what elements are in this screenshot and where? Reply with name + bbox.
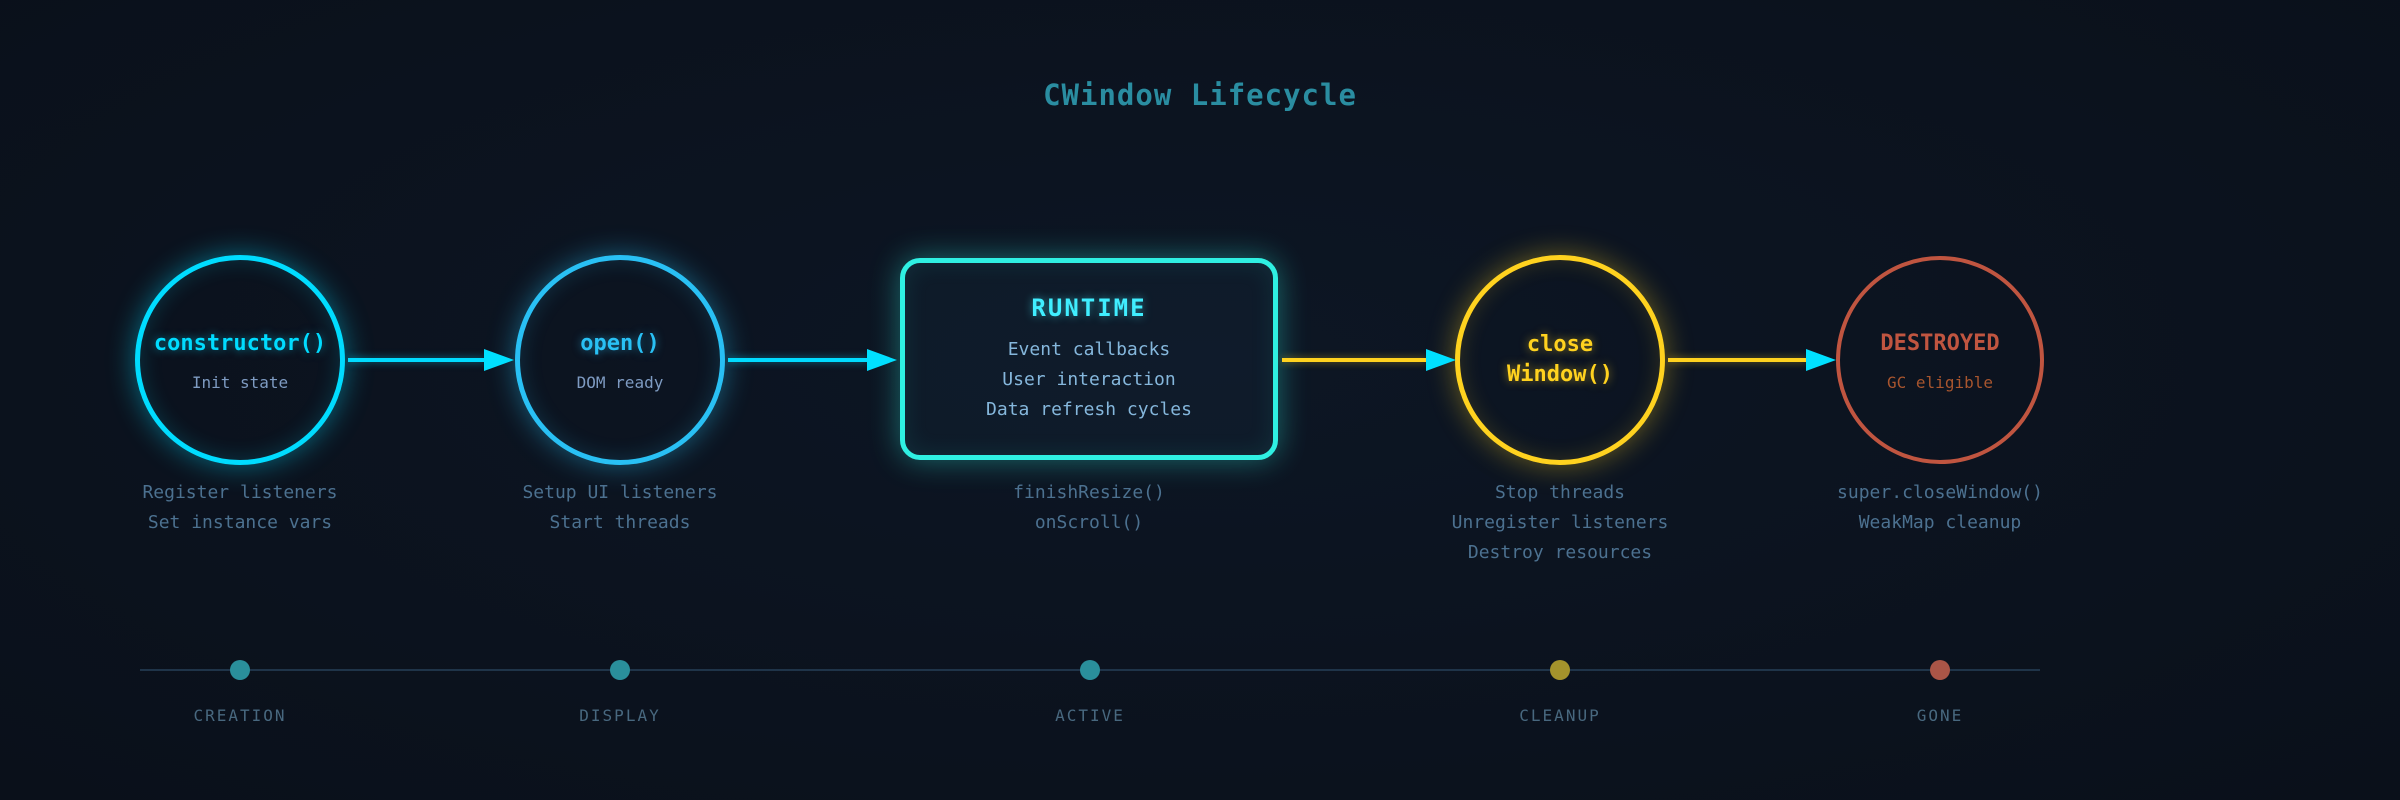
caption-line: Start threads [549,512,691,533]
timeline-label-cleanup: CLEANUP [1519,706,1601,725]
caption-line: Setup UI listeners [522,482,718,503]
runtime-item: Data refresh cycles [986,399,1192,420]
timeline-dot-display [610,660,630,680]
page-title: CWindow Lifecycle [1043,78,1357,112]
caption-runtime: finishResize() onScroll() [889,478,1289,538]
node-close-window-label-line1: close [1526,332,1594,357]
timeline-dot-active [1080,660,1100,680]
arrow-runtime-to-close-head-icon [1426,349,1456,371]
caption-open: Setup UI listeners Start threads [420,478,820,538]
arrow-open-to-runtime-head-icon [867,349,897,371]
caption-line: finishResize() [1013,482,1165,503]
caption-line: onScroll() [1034,512,1144,533]
node-open-label: open() [580,330,660,356]
arrow-runtime-to-close-line [1282,358,1427,362]
node-destroyed: DESTROYED GC eligible [1836,256,2044,464]
node-constructor: constructor() Init state [135,255,345,465]
node-runtime: RUNTIME Event callbacks User interaction… [900,258,1278,460]
caption-close-window: Stop threads Unregister listeners Destro… [1360,478,1760,568]
node-runtime-items: Event callbacks User interaction Data re… [986,335,1192,425]
node-destroyed-sublabel: GC eligible [1887,372,1993,392]
timeline-dot-cleanup [1550,660,1570,680]
caption-line: Unregister listeners [1451,512,1669,533]
caption-line: Destroy resources [1467,542,1653,563]
arrow-close-to-destroyed-line [1668,358,1807,362]
node-destroyed-label: DESTROYED [1880,330,2000,356]
caption-destroyed: super.closeWindow() WeakMap cleanup [1740,478,2140,538]
arrow-constructor-to-open-line [348,358,485,362]
caption-constructor: Register listeners Set instance vars [40,478,440,538]
node-open: open() DOM ready [515,255,725,465]
arrow-constructor-to-open-head-icon [484,349,514,371]
node-open-sublabel: DOM ready [576,372,664,392]
node-constructor-sublabel: Init state [191,372,289,392]
caption-line: Set instance vars [147,512,333,533]
timeline-dot-gone [1930,660,1950,680]
node-close-window-label-line2: Window() [1507,362,1613,387]
caption-line: Register listeners [142,482,338,503]
caption-line: super.closeWindow() [1837,482,2043,503]
node-runtime-label: RUNTIME [1031,294,1147,322]
timeline-dot-creation [230,660,250,680]
arrow-close-to-destroyed-head-icon [1806,349,1836,371]
timeline-label-gone: GONE [1916,706,1964,725]
timeline-label-creation: CREATION [193,706,287,725]
runtime-item: Event callbacks [1007,339,1171,360]
runtime-item: User interaction [1002,369,1176,390]
caption-line: WeakMap cleanup [1858,512,2022,533]
node-close-window: close Window() [1455,255,1665,465]
timeline-label-display: DISPLAY [579,706,661,725]
caption-line: Stop threads [1494,482,1626,503]
timeline-label-active: ACTIVE [1055,706,1125,725]
node-constructor-label: constructor() [153,330,327,356]
arrow-open-to-runtime-line [728,358,868,362]
